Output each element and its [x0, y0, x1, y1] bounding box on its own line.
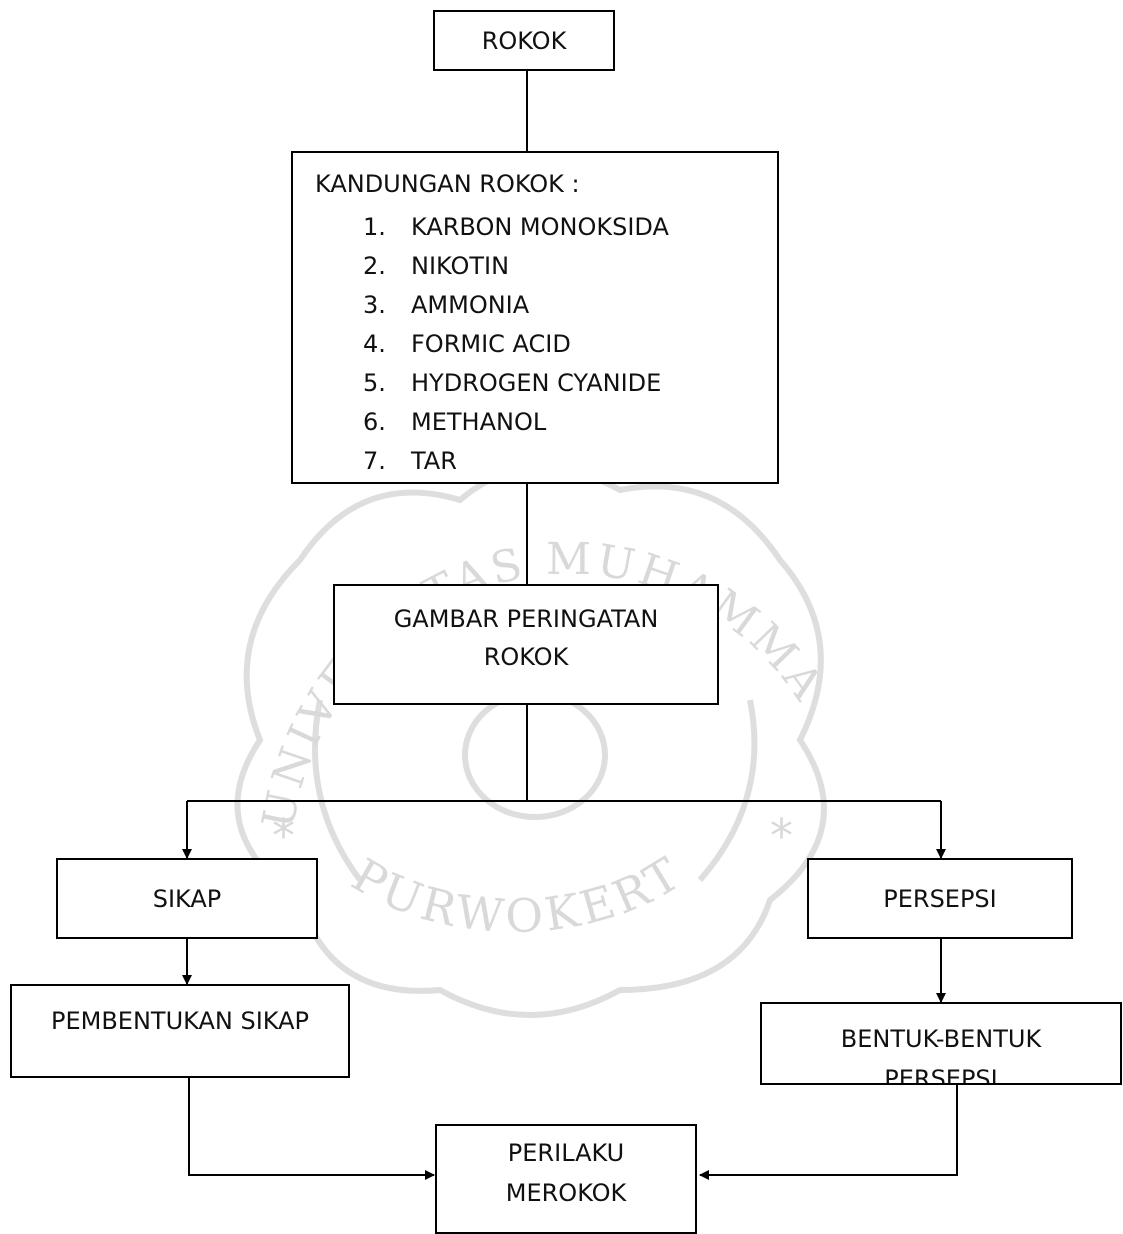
- kandungan-item: 5. HYDROGEN CYANIDE: [363, 363, 777, 402]
- node-pembentukan-sikap: PEMBENTUKAN SIKAP: [10, 984, 350, 1078]
- node-pembentukan-label: PEMBENTUKAN SIKAP: [51, 1007, 309, 1035]
- list-text: TAR: [411, 446, 457, 475]
- perilaku-line-1: PERILAKU: [507, 1139, 625, 1167]
- bentuk-line-2: PERSEPSI: [884, 1065, 998, 1085]
- seal-star-right: *: [770, 809, 793, 863]
- list-text: METHANOL: [411, 407, 547, 436]
- list-text: HYDROGEN CYANIDE: [411, 368, 662, 397]
- node-gambar-peringatan: GAMBAR PERINGATAN ROKOK: [333, 584, 719, 705]
- arrow-pembentukan-to-perilaku: [188, 1077, 435, 1180]
- kandungan-item: 4. FORMIC ACID: [363, 324, 777, 363]
- list-text: NIKOTIN: [411, 251, 510, 280]
- kandungan-item: 2. NIKOTIN: [363, 246, 777, 285]
- node-persepsi: PERSEPSI: [807, 858, 1073, 939]
- gambar-line-2: ROKOK: [483, 642, 569, 671]
- kandungan-title: KANDUNGAN ROKOK :: [315, 170, 580, 198]
- arrow-bentuk-to-perilaku: [699, 1084, 958, 1180]
- node-sikap: SIKAP: [56, 858, 318, 939]
- list-number: 1.: [363, 212, 386, 241]
- kandungan-item: 6. METHANOL: [363, 402, 777, 441]
- gambar-line-1: GAMBAR PERINGATAN: [393, 604, 659, 633]
- seal-star-left: *: [272, 809, 295, 863]
- list-number: 7.: [363, 446, 386, 475]
- node-rokok: ROKOK: [433, 10, 615, 71]
- node-kandungan-rokok: KANDUNGAN ROKOK : 1. KARBON MONOKSIDA 2. N…: [291, 151, 779, 484]
- list-number: 2.: [363, 251, 386, 280]
- list-text: FORMIC ACID: [411, 329, 571, 358]
- kandungan-item: 3. AMMONIA: [363, 285, 777, 324]
- node-rokok-label: ROKOK: [481, 26, 567, 55]
- list-number: 6.: [363, 407, 386, 436]
- kandungan-item: 1. KARBON MONOKSIDA: [363, 207, 777, 246]
- bentuk-line-1: BENTUK-BENTUK: [840, 1025, 1042, 1053]
- kandungan-list: 1. KARBON MONOKSIDA 2. NIKOTIN 3. AMMONIA 4…: [315, 207, 777, 480]
- kandungan-item: 7. TAR: [363, 441, 777, 480]
- perilaku-line-2: MEROKOK: [505, 1179, 627, 1207]
- node-sikap-label: SIKAP: [152, 884, 222, 913]
- node-bentuk-bentuk-persepsi: BENTUK-BENTUK PERSEPSI: [760, 1002, 1122, 1085]
- list-text: KARBON MONOKSIDA: [411, 212, 669, 241]
- list-number: 3.: [363, 290, 386, 319]
- node-persepsi-label: PERSEPSI: [883, 884, 997, 913]
- node-perilaku-merokok: PERILAKU MEROKOK: [435, 1124, 697, 1234]
- list-text: AMMONIA: [411, 290, 530, 319]
- list-number: 4.: [363, 329, 386, 358]
- list-number: 5.: [363, 368, 386, 397]
